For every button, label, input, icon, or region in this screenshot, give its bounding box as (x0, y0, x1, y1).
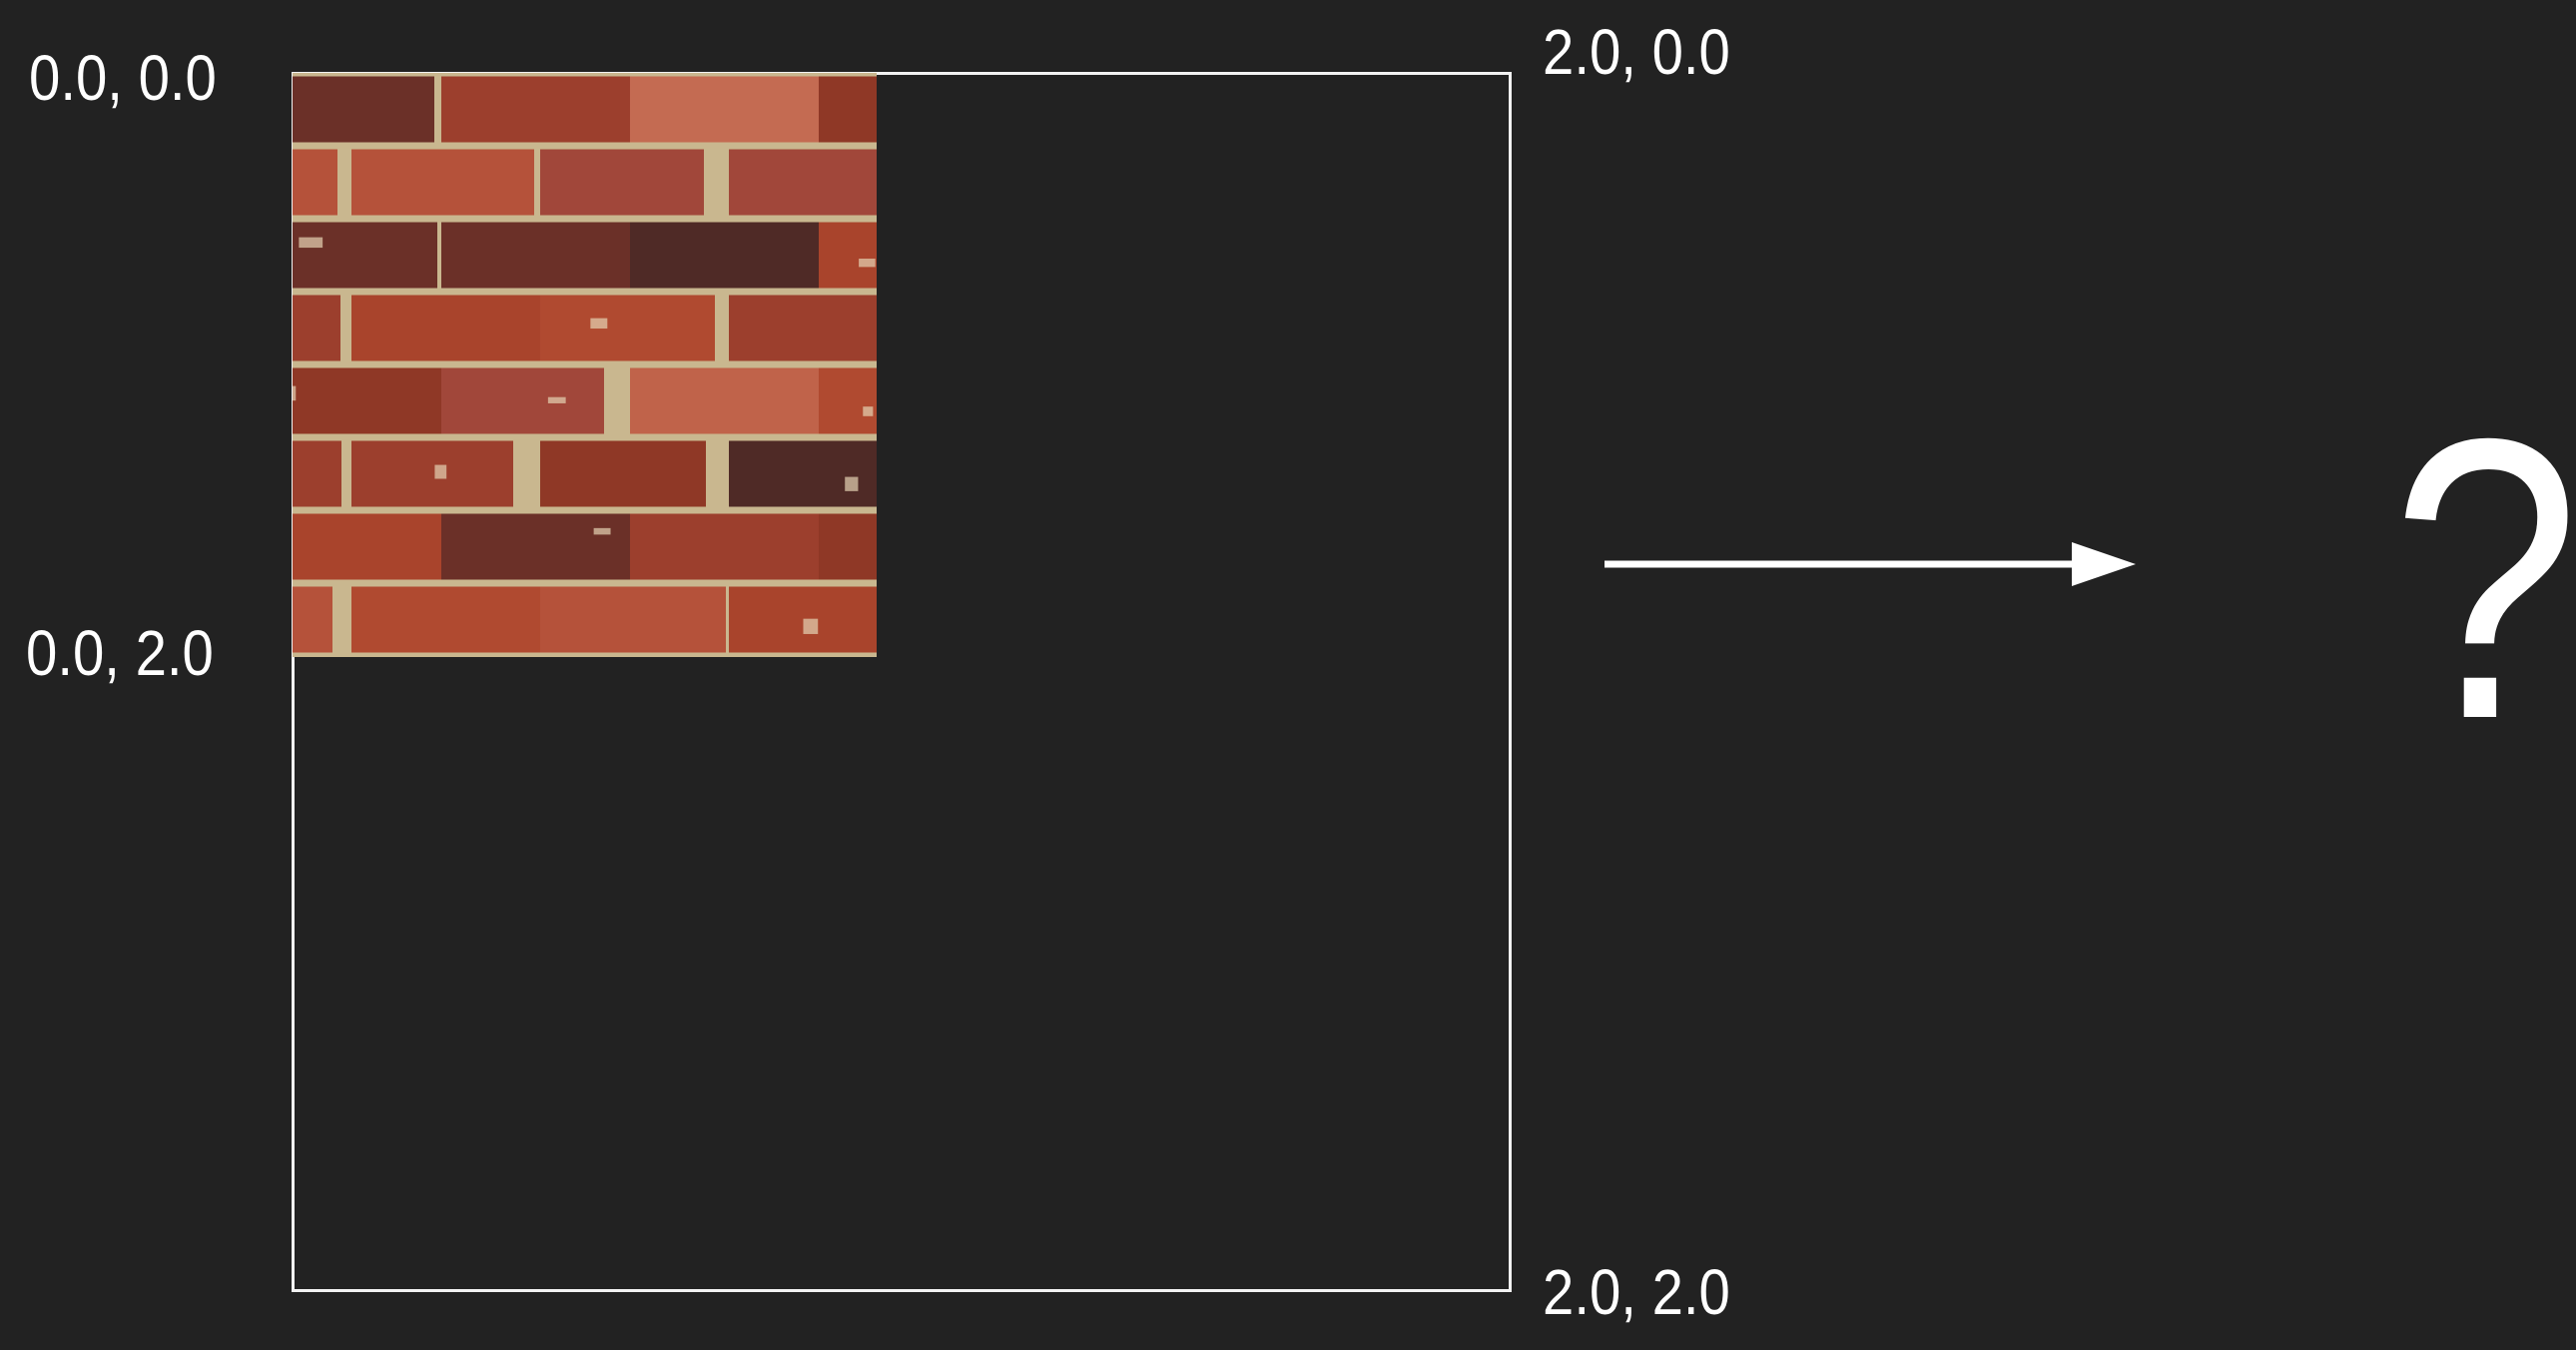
brick-0 (293, 76, 434, 143)
brick-19 (819, 367, 877, 434)
brick-8 (293, 222, 437, 289)
brick-7 (729, 149, 877, 216)
brick-speck (803, 618, 819, 634)
brick-21 (351, 440, 513, 507)
brick-speck (299, 237, 323, 249)
brick-25 (441, 513, 642, 580)
brick-speck (547, 396, 566, 403)
brick-wall-icon (293, 73, 877, 657)
brick-rows (293, 76, 877, 653)
brick-16 (293, 367, 443, 434)
brick-11 (819, 222, 877, 289)
brick-speck (590, 318, 608, 330)
brick-10 (630, 222, 826, 289)
brick-speck (845, 476, 859, 491)
unknown-result-question-mark: ? (2391, 355, 2576, 802)
brick-6 (540, 149, 704, 216)
brick-1 (441, 76, 633, 143)
brick-3 (819, 76, 877, 143)
brick-9 (441, 222, 634, 289)
coord-label-bottom-left: 0.0, 2.0 (26, 617, 214, 689)
right-arrow-icon (1605, 542, 2136, 586)
brick-speck (863, 406, 874, 416)
brick-speck (434, 464, 447, 479)
brick-22 (540, 440, 706, 507)
brick-5 (351, 149, 534, 216)
brick-15 (729, 295, 877, 361)
brick-speck (859, 259, 876, 268)
brick-24 (293, 513, 447, 580)
brick-14 (540, 295, 715, 361)
brick-31 (729, 586, 877, 653)
brick-20 (293, 440, 341, 507)
brick-2 (630, 76, 829, 143)
arrow-head (2072, 542, 2136, 586)
brick-texture-tile (293, 73, 877, 657)
brick-13 (351, 295, 549, 361)
brick-4 (293, 149, 337, 216)
coord-label-bottom-right: 2.0, 2.0 (1543, 1256, 1730, 1328)
brick-23 (729, 440, 877, 507)
brick-30 (540, 586, 726, 653)
brick-27 (819, 513, 877, 580)
brick-26 (630, 513, 821, 580)
brick-18 (630, 367, 819, 434)
brick-speck (593, 527, 611, 535)
coord-label-top-left: 0.0, 0.0 (29, 42, 217, 114)
coord-label-top-right: 2.0, 0.0 (1543, 16, 1730, 88)
brick-29 (351, 586, 553, 653)
brick-12 (293, 295, 340, 361)
brick-28 (293, 586, 332, 653)
uv-space-frame (292, 72, 1512, 1292)
brick-speck (293, 385, 297, 401)
brick-17 (441, 367, 604, 434)
